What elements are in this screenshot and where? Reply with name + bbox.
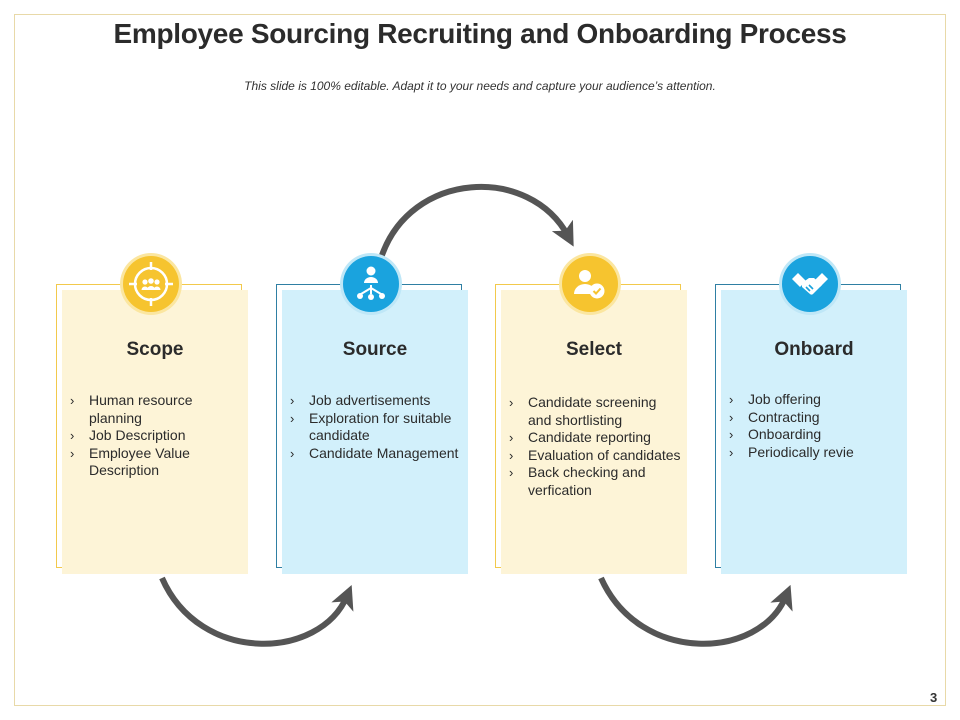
bullet-item: Employee Value Description xyxy=(70,445,242,480)
bullet-item: Candidate Management xyxy=(290,445,462,463)
bullet-item: Back checking and verfication xyxy=(509,464,681,499)
bullet-item: Candidate screening and shortlisting xyxy=(509,394,681,429)
bullet-item: Candidate reporting xyxy=(509,429,681,447)
bullet-item: Job advertisements xyxy=(290,392,462,410)
network-person-icon xyxy=(339,252,403,316)
step-title: Scope xyxy=(126,339,184,360)
bullet-item: Evaluation of candidates xyxy=(509,447,681,465)
step-bullets: Human resource planning Job Description … xyxy=(70,392,242,480)
step-card-select: Select Candidate screening and shortlist… xyxy=(495,284,687,574)
step-bullets: Job advertisements Exploration for suita… xyxy=(290,392,462,462)
step-bullets: Candidate screening and shortlisting Can… xyxy=(509,394,681,499)
slide-frame xyxy=(14,14,946,706)
arrow-scope-to-source xyxy=(159,576,354,647)
step-title: Select xyxy=(566,339,622,360)
arrow-source-to-select xyxy=(378,183,574,259)
bullet-item: Contracting xyxy=(729,409,901,427)
slide-title: Employee Sourcing Recruiting and Onboard… xyxy=(113,18,847,49)
bullet-item: Exploration for suitable candidate xyxy=(290,410,462,445)
handshake-icon xyxy=(778,252,842,316)
step-title: Onboard xyxy=(774,339,854,360)
bullet-item: Human resource planning xyxy=(70,392,242,427)
user-check-icon xyxy=(558,252,622,316)
arrow-select-to-onboard xyxy=(598,576,793,647)
step-card-source: Source Job advertisements Exploration fo… xyxy=(276,284,468,574)
slide-subtitle: This slide is 100% editable. Adapt it to… xyxy=(244,79,716,93)
bullet-item: Periodically revie xyxy=(729,444,901,462)
step-card-scope: Scope Human resource planning Job Descri… xyxy=(56,284,248,574)
step-title: Source xyxy=(342,339,408,360)
target-team-icon xyxy=(119,252,183,316)
page-number: 3 xyxy=(930,690,938,705)
bullet-item: Job Description xyxy=(70,427,242,445)
bullet-item: Job offering xyxy=(729,391,901,409)
step-bullets: Job offering Contracting Onboarding Peri… xyxy=(729,391,901,461)
bullet-item: Onboarding xyxy=(729,426,901,444)
step-card-onboard: Onboard Job offering Contracting Onboard… xyxy=(715,284,907,574)
